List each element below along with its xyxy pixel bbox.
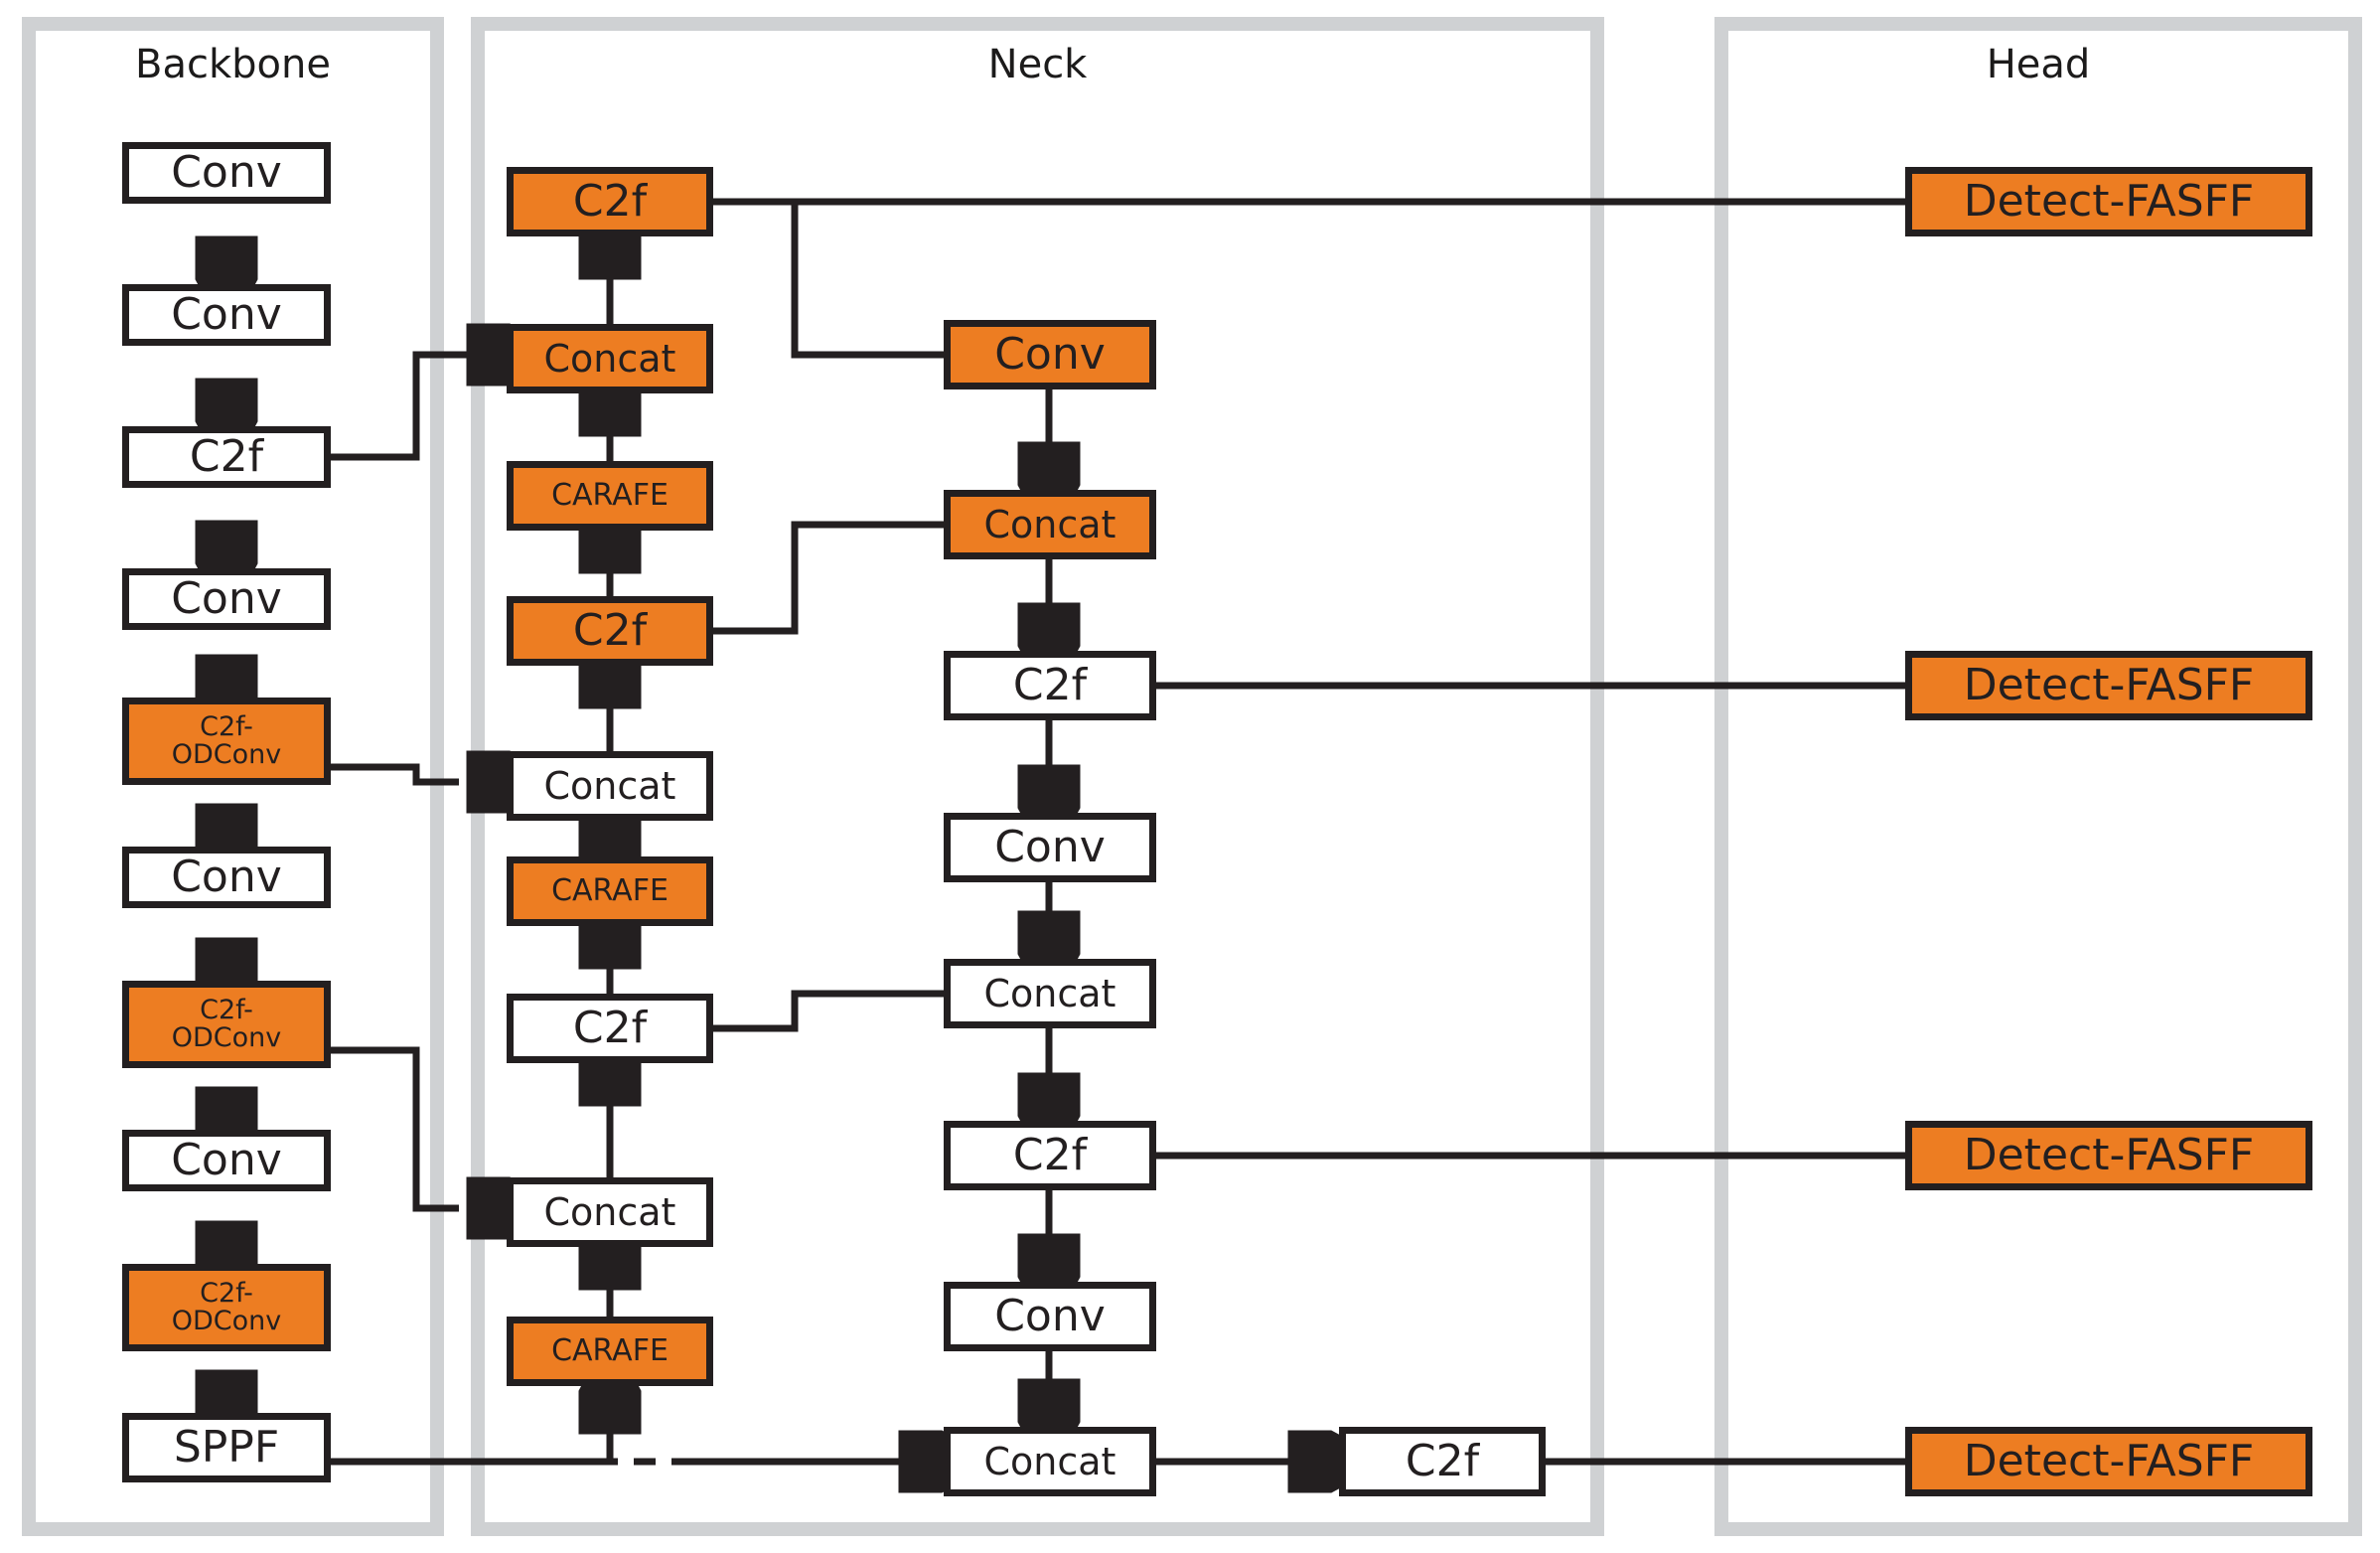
node-label-line1: C2f- [200,995,253,1026]
backbone-node-conv-4[interactable]: Conv [122,847,331,908]
group-head [1714,17,2362,1536]
neck-node-carafe-1[interactable]: CARAFE [507,461,713,531]
node-label-line2: ODConv [171,1022,282,1053]
neck-node-c2f-5[interactable]: C2f [944,1121,1156,1190]
head-node-detect-fasff-2[interactable]: Detect-FASFF [1905,651,2312,720]
backbone-node-c2f-odconv-3[interactable]: C2f- ODConv [122,1264,331,1351]
backbone-node-conv-5[interactable]: Conv [122,1130,331,1191]
neck-node-c2f-4[interactable]: C2f [944,651,1156,720]
backbone-node-sppf[interactable]: SPPF [122,1413,331,1482]
node-label-line1: C2f- [200,711,253,743]
group-neck-title: Neck [987,42,1088,87]
neck-node-c2f-1[interactable]: C2f [507,167,713,236]
head-node-detect-fasff-1[interactable]: Detect-FASFF [1905,167,2312,236]
node-label-line2: ODConv [171,739,282,770]
backbone-node-conv-2[interactable]: Conv [122,284,331,346]
backbone-node-c2f-odconv-2[interactable]: C2f- ODConv [122,981,331,1068]
backbone-node-conv-3[interactable]: Conv [122,568,331,630]
neck-node-c2f-2[interactable]: C2f [507,596,713,666]
neck-node-conv-1[interactable]: Conv [944,320,1156,389]
group-backbone-title: Backbone [135,42,331,87]
neck-node-conv-2[interactable]: Conv [944,813,1156,882]
neck-node-carafe-3[interactable]: CARAFE [507,1317,713,1386]
neck-node-carafe-2[interactable]: CARAFE [507,856,713,926]
neck-node-concat-1[interactable]: Concat [507,324,713,393]
node-label-line2: ODConv [171,1306,282,1336]
neck-node-c2f-tail[interactable]: C2f [1339,1427,1546,1496]
backbone-node-c2f-odconv-1[interactable]: C2f- ODConv [122,698,331,785]
neck-node-concat-3[interactable]: Concat [507,1177,713,1247]
neck-node-conv-3[interactable]: Conv [944,1282,1156,1351]
neck-node-c2f-3[interactable]: C2f [507,994,713,1063]
head-node-detect-fasff-4[interactable]: Detect-FASFF [1905,1427,2312,1496]
neck-node-concat-6[interactable]: Concat [944,1427,1156,1496]
backbone-node-c2f-1[interactable]: C2f [122,426,331,488]
backbone-node-conv-1[interactable]: Conv [122,142,331,204]
group-head-title: Head [1986,42,2091,87]
head-node-detect-fasff-3[interactable]: Detect-FASFF [1905,1121,2312,1190]
node-label-line1: C2f- [200,1278,253,1310]
neck-node-concat-5[interactable]: Concat [944,959,1156,1028]
neck-node-concat-4[interactable]: Concat [944,490,1156,559]
neck-node-concat-2[interactable]: Concat [507,751,713,821]
